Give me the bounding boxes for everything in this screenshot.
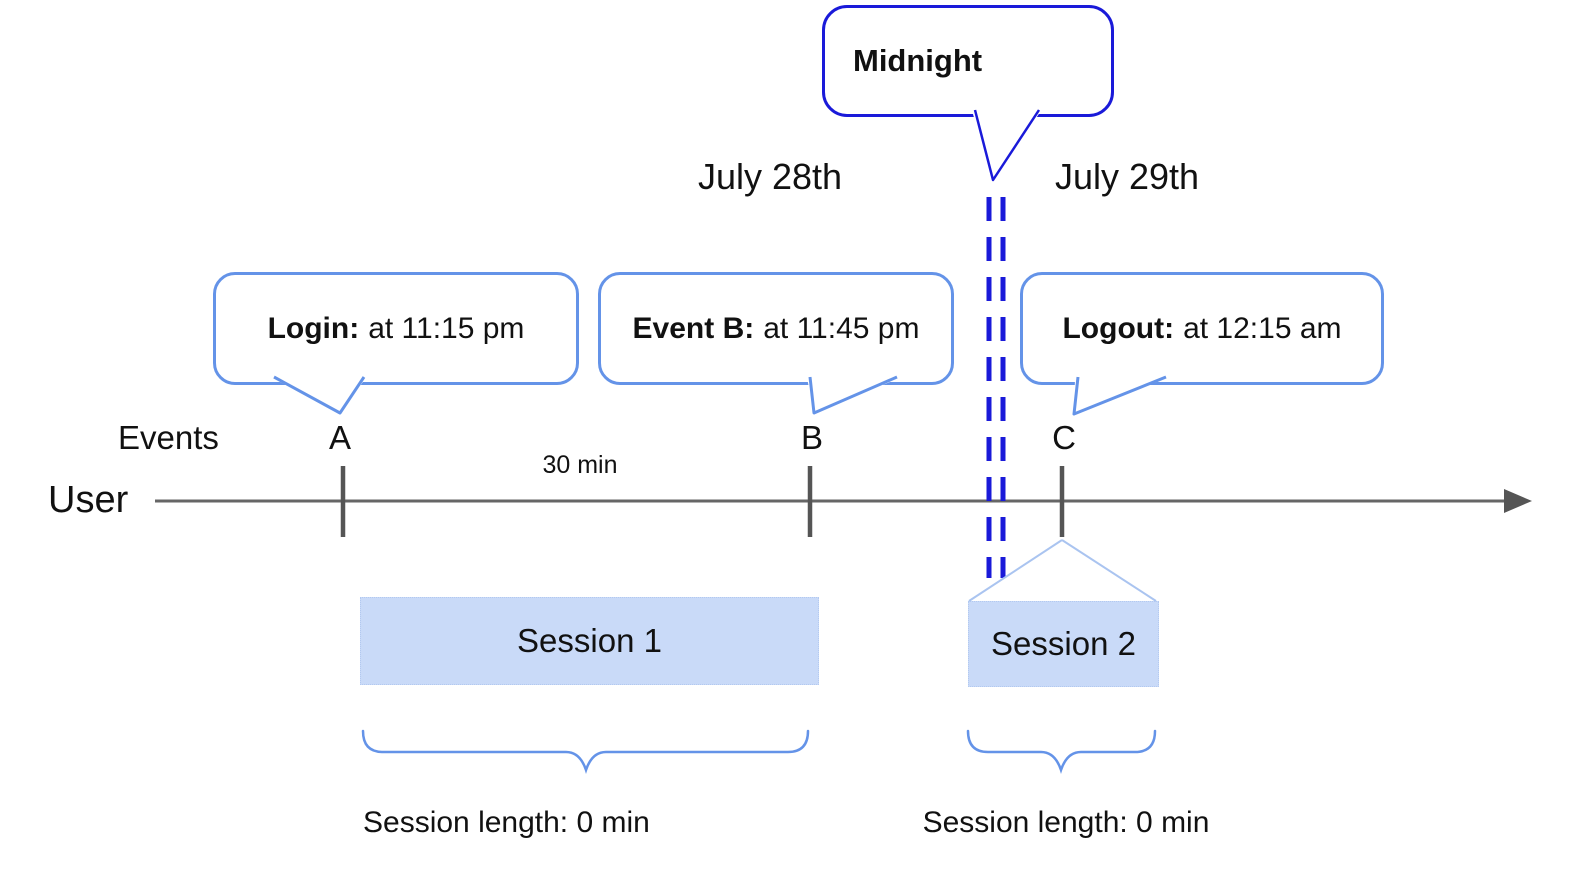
session-2-length-label: Session length: 0 min <box>922 806 1210 839</box>
session-1-length-label: Session length: 0 min <box>363 806 650 839</box>
event-b-callout-bubble: Event B: at 11:45 pm <box>598 272 954 385</box>
midnight-callout-label: Midnight <box>853 43 983 78</box>
user-axis-label: User <box>48 479 129 521</box>
logout-callout-bubble: Logout: at 12:15 am <box>1020 272 1384 385</box>
event-marker-c-label: C <box>1052 419 1076 456</box>
date-label-july-29: July 29th <box>1054 156 1200 197</box>
session-1-box: Session 1 <box>360 597 819 685</box>
event-marker-a-label: A <box>328 419 351 456</box>
login-callout-bubble: Login: at 11:15 pm <box>213 272 579 385</box>
timeline-arrowhead-icon <box>1504 489 1532 513</box>
login-callout-detail: at 11:15 pm <box>368 311 525 345</box>
login-callout-label: Login: <box>267 311 360 345</box>
event-c-session-2-connector-left <box>968 539 1063 602</box>
session-2-label: Session 2 <box>991 625 1136 662</box>
session-2-box: Session 2 <box>968 601 1159 687</box>
midnight-callout-bubble: Midnight <box>822 5 1114 117</box>
session-1-brace <box>361 729 810 774</box>
interval-label-30-min: 30 min <box>542 451 618 479</box>
logout-callout-label: Logout: <box>1062 311 1175 345</box>
session-1-label: Session 1 <box>517 622 662 659</box>
event-c-session-2-connector-right <box>1061 539 1157 602</box>
events-row-label: Events <box>118 419 219 456</box>
event-marker-b-label: B <box>800 419 823 456</box>
date-label-july-28: July 28th <box>697 156 843 197</box>
event-b-callout-label: Event B: <box>632 311 755 345</box>
event-b-callout-detail: at 11:45 pm <box>763 311 920 345</box>
session-2-brace <box>966 729 1157 774</box>
logout-callout-detail: at 12:15 am <box>1183 311 1342 345</box>
